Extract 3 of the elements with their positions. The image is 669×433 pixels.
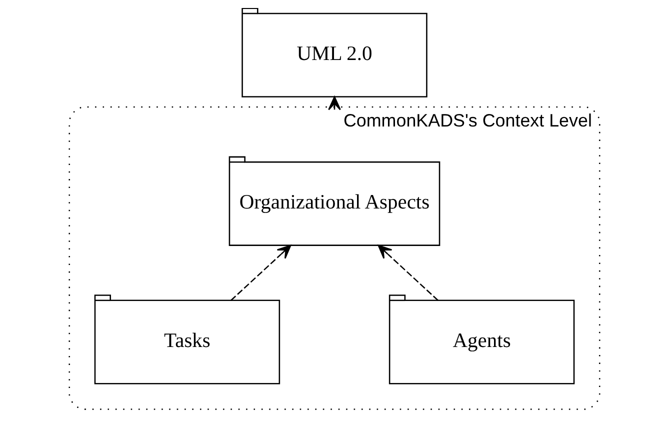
arrow — [328, 96, 341, 110]
arrow — [378, 244, 438, 301]
arrow — [230, 244, 292, 301]
